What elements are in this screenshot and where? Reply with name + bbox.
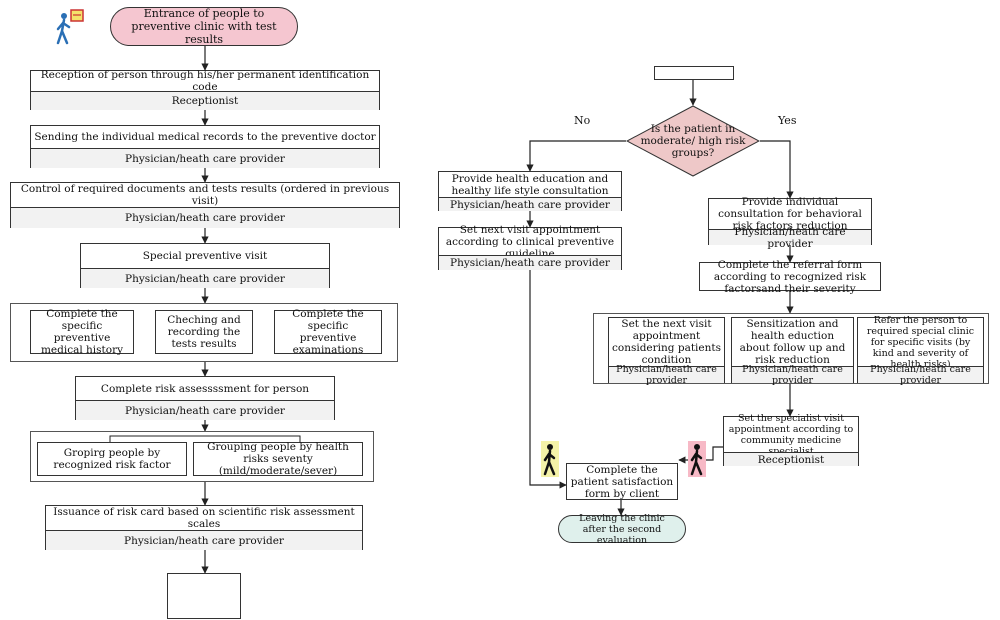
provider-role: Physician/heath care provider bbox=[709, 226, 871, 250]
decision-diamond bbox=[626, 105, 760, 177]
grouping-severity-step: Grouping people by health risks seventy … bbox=[193, 441, 363, 477]
sending-records-step: Sending the individual medical records t… bbox=[30, 125, 380, 168]
continuation-box bbox=[654, 66, 734, 80]
individual-consultation-text: Provide individual consultation for beha… bbox=[718, 196, 862, 232]
sending-records-text: Sending the individual medical records t… bbox=[34, 131, 376, 143]
control-documents-step: Control of required documents and tests … bbox=[10, 182, 400, 228]
risk-assessment-text: Complete risk assessssment for person bbox=[100, 382, 310, 395]
satisfaction-step: Complete the patient satisfaction form b… bbox=[566, 463, 678, 500]
provider-role: Physician/heath care provider bbox=[439, 197, 621, 211]
next-visit-condition-text: Set the next visit appointment consideri… bbox=[612, 318, 721, 366]
provider-role: Physician/heath care provider bbox=[732, 364, 853, 386]
sign-icon bbox=[70, 9, 84, 22]
visit-activities-group bbox=[10, 303, 398, 362]
connector-box bbox=[167, 573, 241, 619]
provider-role: Physician/heath care provider bbox=[81, 268, 329, 288]
sensitization-step: Sensitization and health eduction about … bbox=[731, 317, 854, 386]
control-documents-text: Control of required documents and tests … bbox=[20, 183, 390, 207]
risk-assessment-step: Complete risk assessssment for person Ph… bbox=[75, 376, 335, 420]
provider-role: Physician/heath care provider bbox=[439, 255, 621, 270]
risk-card-text: Issuance of risk card based on scientifi… bbox=[53, 506, 355, 530]
decision-text: Is the patient in moderate/ high risk gr… bbox=[640, 123, 746, 159]
receptionist-role: Receptionist bbox=[724, 452, 858, 466]
special-visit-step: Special preventive visit Physician/heath… bbox=[80, 243, 330, 288]
refer-special-step: Refer the person to required special cli… bbox=[857, 314, 984, 386]
provider-role: Physician/heath care provider bbox=[46, 530, 362, 550]
examinations-step: Complete the specific preventive examina… bbox=[274, 308, 382, 356]
receptionist-role: Receptionist bbox=[31, 91, 379, 110]
refer-special-text: Refer the person to required special cli… bbox=[866, 314, 975, 370]
grouping-bracket bbox=[109, 435, 301, 442]
start-terminal: Entrance of people to preventive clinic … bbox=[110, 7, 298, 46]
walking-person-icon bbox=[688, 441, 706, 477]
provider-role: Physician/heath care provider bbox=[31, 148, 379, 168]
provider-role: Physician/heath care provider bbox=[858, 364, 983, 386]
health-education-text: Provide health education and healthy lif… bbox=[451, 172, 609, 197]
grouping-group bbox=[30, 431, 374, 482]
reception-text: Reception of person through his/her perm… bbox=[40, 69, 370, 93]
next-visit-condition-step: Set the next visit appointment consideri… bbox=[608, 317, 725, 386]
provider-role: Physician/heath care provider bbox=[11, 207, 399, 228]
no-label: No bbox=[574, 114, 591, 127]
referral-form-step: Complete the referral form according to … bbox=[699, 259, 881, 295]
sensitization-text: Sensitization and health eduction about … bbox=[739, 318, 846, 366]
individual-consultation-step: Provide individual consultation for beha… bbox=[708, 196, 872, 250]
grouping-factor-step: Gropirg people by recognized risk factor bbox=[37, 442, 187, 476]
provider-role: Physician/heath care provider bbox=[76, 400, 334, 420]
medical-history-step: Complete the specific preventive medical… bbox=[30, 308, 134, 356]
walking-person-icon bbox=[541, 441, 559, 477]
specialist-visit-step: Set the specialist visit appointment acc… bbox=[723, 412, 859, 466]
end-terminal: Leaving the clinic after the second eval… bbox=[558, 513, 686, 546]
tests-results-step: Cheching and recording the tests results bbox=[155, 310, 253, 354]
specialist-visit-text: Set the specialist visit appointment acc… bbox=[728, 412, 854, 457]
referral-actions-group bbox=[593, 313, 989, 384]
next-visit-guideline-text: Set next visit appointment according to … bbox=[445, 223, 615, 260]
provider-role: Physician/heath care provider bbox=[609, 364, 724, 386]
next-visit-guideline-step: Set next visit appointment according to … bbox=[438, 223, 622, 270]
special-visit-text: Special preventive visit bbox=[142, 250, 268, 262]
walking-person-icon bbox=[56, 13, 71, 45]
health-education-step: Provide health education and healthy lif… bbox=[438, 171, 622, 211]
risk-card-step: Issuance of risk card based on scientifi… bbox=[45, 505, 363, 550]
reception-step: Reception of person through his/her perm… bbox=[30, 69, 380, 110]
yes-label: Yes bbox=[778, 114, 797, 127]
